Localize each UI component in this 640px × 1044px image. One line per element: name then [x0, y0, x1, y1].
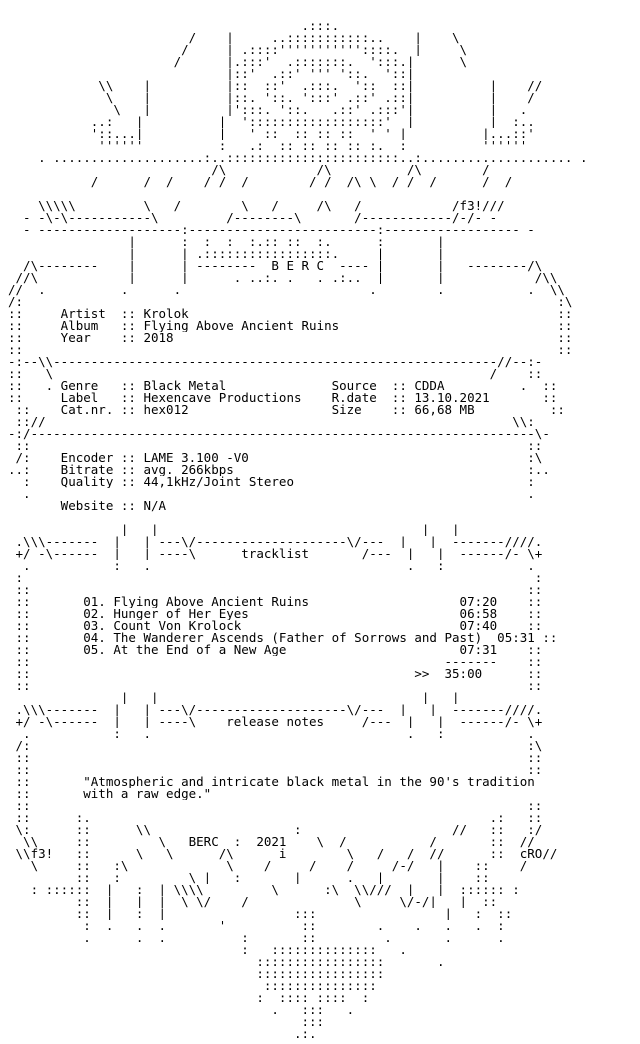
nfo-line: :: 01. Flying Above Ancient Ruins 07:20 …	[8, 596, 543, 608]
nfo-line: :: . Genre :: Black Metal Source :: CDDA…	[8, 380, 558, 392]
nfo-ascii-document: _ ______ _ .:::. _ _______ _ ___/ | ..::…	[8, 20, 632, 1040]
nfo-line: ::// \\:	[8, 416, 535, 428]
nfo-line: :: ::	[8, 764, 543, 776]
nfo-line: . ....................:..:::::::::::::::…	[8, 152, 588, 164]
nfo-line: : :	[8, 572, 543, 584]
nfo-line: \\f3! :: ____\ \__ __/\______i________\_…	[8, 848, 558, 860]
nfo-line: :: ::	[8, 440, 543, 452]
nfo-line: :: 04. The Wanderer Ascends (Father of S…	[8, 632, 558, 644]
nfo-line: . : . . : .	[8, 728, 535, 740]
nfo-line: _ ______ _ |::' .::' ''' '::. '::| _ ___…	[8, 68, 558, 80]
nfo-line: :: Album :: Flying Above Ancient Ruins :…	[8, 320, 573, 332]
nfo-line: _ ______ _ .:::. _ _______ _	[8, 20, 490, 32]
nfo-line: / | .::::'''''''''''::::. | \	[8, 44, 468, 56]
nfo-line: //\ | | . ..:. . . .:.. | | /\\	[8, 272, 558, 284]
nfo-line: :: __ _ _ __ ::	[8, 344, 573, 356]
nfo-line: : . . . ' :: . . . . :	[8, 920, 505, 932]
nfo-line: :: Label :: Hexencave Productions R.date…	[8, 392, 558, 404]
nfo-line: ___ _ | | .:::::::::::::::::. | | _ ___	[8, 248, 550, 260]
nfo-line: :: with a raw edge."	[8, 788, 212, 800]
nfo-line: ..: Bitrate :: avg. 266kbps :..	[8, 464, 550, 476]
nfo-line: \ | |::. '::. ':::' .::' .::| | /	[8, 92, 535, 104]
nfo-line: : :::::::::::::: .	[8, 944, 407, 956]
nfo-line: +/ -\------ | | ----\ release notes /---…	[8, 716, 543, 728]
nfo-line: :: | : | ::: | : ::	[8, 908, 513, 920]
nfo-line: - -------------------:------------------…	[8, 224, 535, 236]
nfo-line: // . . . . . . \\	[8, 284, 565, 296]
nfo-line: :: ::	[8, 800, 543, 812]
nfo-line: ___/ | ..:::::::::::.. | \___	[8, 32, 483, 44]
nfo-line: / |.:::' .:::::::. ':::.| \	[8, 56, 468, 68]
nfo-line: :::	[8, 1016, 325, 1028]
nfo-line: /: Encoder :: LAME 3.100 -V0 :\	[8, 452, 543, 464]
nfo-line: :: "Atmospheric and intricate black meta…	[8, 776, 535, 788]
nfo-line: .\\\------- | | ---\/-------------------…	[8, 704, 543, 716]
nfo-line: .:.	[8, 1028, 317, 1040]
nfo-line: - -\-\-----------\_________/--------\___…	[8, 212, 498, 224]
nfo-line: : Quality :: 44,1kHz/Joint Stereo :	[8, 476, 535, 488]
nfo-line: -:--\\----------------------------------…	[8, 356, 543, 368]
nfo-line: :: 02. Hunger of Her Eyes 06:58 ::	[8, 608, 543, 620]
nfo-line: \\\\\_________\___/________\___/_____/\_…	[8, 200, 505, 212]
nfo-line: . ::: .	[8, 1004, 355, 1016]
nfo-line: __ __ _ | | _ __ ___ _ _ ___ __ _ | | _ …	[8, 692, 558, 704]
nfo-line: . . . : :: . . .	[8, 932, 505, 944]
nfo-line: . .	[8, 488, 535, 500]
nfo-line: :: ------- ::	[8, 656, 543, 668]
nfo-line: :: 05. At the End of a New Age 07:31 ::	[8, 644, 543, 656]
nfo-line: _/\-------- | | -------- B E R C ---- | …	[8, 260, 550, 272]
nfo-line: \: :: \\ ___________ : ___________ // ::…	[8, 824, 543, 836]
nfo-line: :: Year :: 2018 ::	[8, 332, 573, 344]
nfo-line: :::::::::::::::::	[8, 968, 385, 980]
nfo-line: :: : \ | : | . | | ::	[8, 872, 490, 884]
nfo-line: /: :\	[8, 740, 543, 752]
nfo-line: _ _ __________________ _ _______________…	[8, 188, 558, 200]
nfo-line: \ :: :\_____________\____/_____/____/___…	[8, 860, 528, 872]
nfo-line: :: | | | \_\/____/______________\_____\/…	[8, 896, 498, 908]
nfo-line: '''''' : .: :: :: :: :: :. : ''''''	[8, 140, 528, 152]
nfo-line: : :::: :::: :	[8, 992, 370, 1004]
nfo-line: \ | |':::. '::. .::' .:::'| | .	[8, 104, 528, 116]
nfo-line: :: 03. Count Von Krolock 07:40 ::	[8, 620, 543, 632]
nfo-line	[8, 512, 632, 524]
nfo-line: '::...| | ' :: :: :: :: ' ' | |...::'	[8, 128, 535, 140]
nfo-line: ::::::::::::::::: .	[8, 956, 445, 968]
nfo-line: _ __ /\ _________/\ _ ___/\ _____/_	[8, 164, 498, 176]
nfo-line: :: Artist :: Krolok ::	[8, 308, 573, 320]
nfo-line: :: \ / ::	[8, 368, 543, 380]
nfo-line: _ __/ __ / / / / /________/ / /\_\ / / /…	[8, 176, 513, 188]
nfo-line: :: ::	[8, 752, 543, 764]
nfo-line: :: >> 35:00 ::	[8, 668, 543, 680]
nfo-line: __ __ _ | | _ __ ___ _ _ ___ __ _ | | _ …	[8, 524, 558, 536]
nfo-line: :: :. .: ::	[8, 812, 543, 824]
nfo-line: ..: | | '::::::::::::::::::' | | :..	[8, 116, 535, 128]
nfo-line: +/ -\------ | | ----\ tracklist /--- | |…	[8, 548, 543, 560]
nfo-line: :: ::	[8, 680, 543, 692]
nfo-line: /: :\	[8, 296, 573, 308]
nfo-line: :: ::	[8, 584, 543, 596]
nfo-line: :::::::::::::::	[8, 980, 377, 992]
nfo-line: \\ | |:: ::' .:::. ':: ::| | //	[8, 80, 543, 92]
nfo-line: . : . . : .	[8, 560, 535, 572]
nfo-line: | : : : :.:: :: :. : |	[8, 236, 445, 248]
nfo-line: : :::::: | : | \\\\ ______\______:\ \\//…	[8, 884, 520, 896]
nfo-line: _:: Cat.nr. :: hex012 Size :: 66,68 MB _…	[8, 404, 565, 416]
nfo-line: \\ :: ___ ___\ BERC : 2021 \ /__ _____/ …	[8, 836, 535, 848]
nfo-line: -:/-------------------------------------…	[8, 428, 550, 440]
nfo-line: Website :: N/A	[8, 500, 167, 512]
nfo-line: .\\\------- | | ---\/-------------------…	[8, 536, 543, 548]
